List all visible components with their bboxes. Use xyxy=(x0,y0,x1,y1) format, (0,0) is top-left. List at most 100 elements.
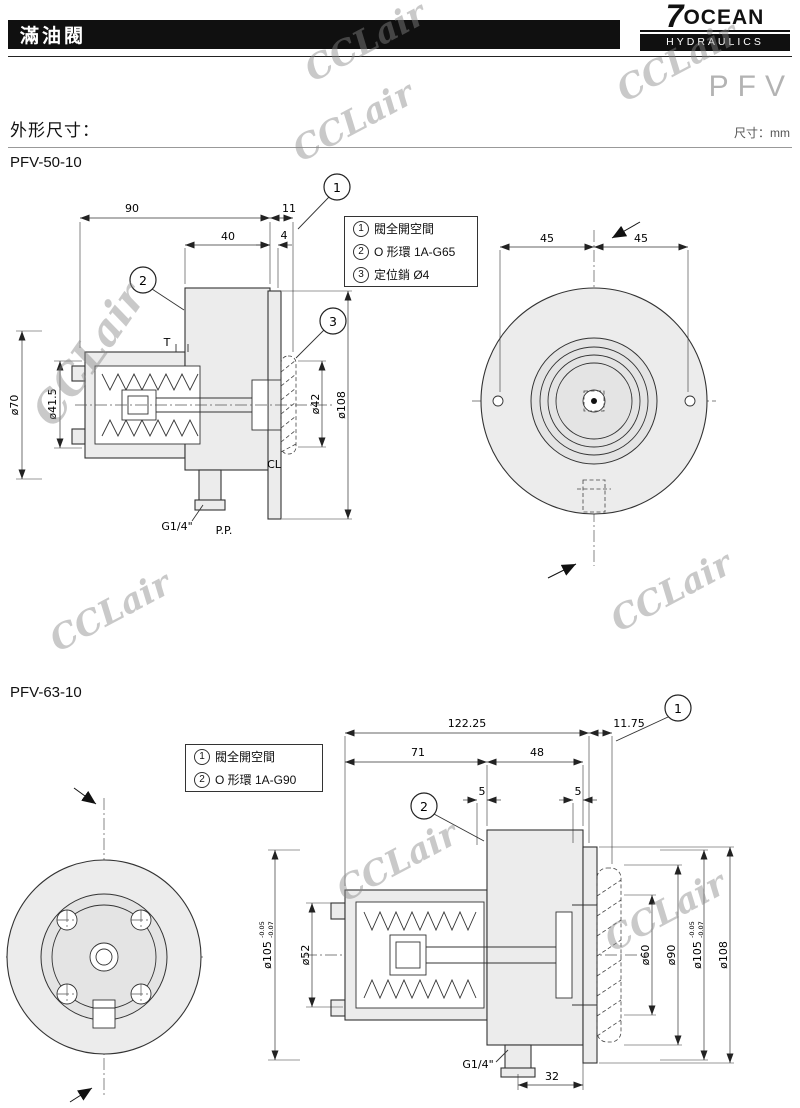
svg-text:ø105: ø105 xyxy=(691,941,704,969)
watermark: CCLair xyxy=(286,73,421,171)
unit-note: 尺寸：mm xyxy=(734,126,790,140)
g14-leader xyxy=(495,1049,509,1063)
pp-label: P.P. xyxy=(216,524,233,537)
svg-text:-0.05: -0.05 xyxy=(688,921,696,938)
port-foot xyxy=(194,499,226,511)
dim-dia70: ø70 xyxy=(8,395,21,416)
dim-4: 4 xyxy=(281,229,288,242)
balloon-3: 3 xyxy=(295,307,347,359)
pfv50-front-view: 45 45 xyxy=(472,221,716,579)
dim-dia105-right: ø105 -0.05 -0.07 xyxy=(688,921,705,969)
page-title: 滿油閥 xyxy=(20,26,87,47)
hidden-port xyxy=(582,479,606,513)
legend-text: 閥全開空間 xyxy=(374,222,435,236)
pfv63-section-view xyxy=(305,829,648,1078)
poppet xyxy=(389,934,427,976)
legend-num: 2 xyxy=(194,771,210,788)
legend-item: 1 閥全開空間 xyxy=(186,745,322,768)
dim-dia60: ø60 xyxy=(639,945,652,966)
legend-num: 1 xyxy=(194,748,210,765)
pfv63-legend: 1 閥全開空間 2 O 形環 1A-G90 xyxy=(185,744,323,792)
page-title-bar: 滿油閥 xyxy=(8,20,620,49)
svg-text:-0.05: -0.05 xyxy=(258,921,266,938)
section-arrow xyxy=(611,221,641,239)
balloon-1: 1 xyxy=(615,694,692,742)
balloon-2: 2 xyxy=(129,266,185,311)
dim-45-left: 45 xyxy=(540,232,554,245)
legend-text: O 形環 1A-G90 xyxy=(215,773,297,787)
bolt-head xyxy=(330,902,346,920)
legend-item: 3 定位銷 Ø4 xyxy=(345,263,477,286)
dim-dia52: ø52 xyxy=(299,945,312,966)
brand-wordmark: 7 OCEAN xyxy=(640,0,790,34)
dim-5a: 5 xyxy=(479,785,486,798)
section-title: 外形尺寸： xyxy=(10,121,100,140)
dim-11: 11 xyxy=(282,202,296,215)
dim-90: 90 xyxy=(125,202,139,215)
dim-71: 71 xyxy=(411,746,425,759)
brand-name: OCEAN xyxy=(683,6,765,29)
hole-center-marks xyxy=(57,910,151,1004)
dim-11-75: 11.75 xyxy=(613,717,645,730)
center-bore-inner xyxy=(95,948,113,966)
svg-text:-0.07: -0.07 xyxy=(267,921,275,938)
dim-45-right: 45 xyxy=(634,232,648,245)
balloon-2: 2 xyxy=(410,792,485,842)
legend-text: 閥全開空間 xyxy=(215,750,276,764)
center-bore xyxy=(89,942,119,972)
pfv63-dimensions: 122.25 11.75 71 48 5 5 ø105 -0.05 -0.07 … xyxy=(258,717,734,1090)
legend-item: 2 O 形環 1A-G65 xyxy=(345,240,477,263)
balloon-1-num: 1 xyxy=(333,180,341,195)
center-dot xyxy=(591,398,597,404)
dim-122-25: 122.25 xyxy=(448,717,487,730)
mounting-hole xyxy=(492,395,504,407)
legend-num: 3 xyxy=(353,266,369,283)
spring-hatch xyxy=(101,372,199,438)
brand-seven: 7 xyxy=(665,0,684,34)
dim-dia42: ø42 xyxy=(309,394,322,415)
dim-dia108: ø108 xyxy=(335,391,348,419)
section-arrow xyxy=(73,787,97,805)
bolt-head xyxy=(71,428,86,445)
pfv50-dimensions: 90 11 40 4 ø70 ø41.5 ø42 ø108 T CL G1/4"… xyxy=(8,202,352,537)
bolt-head xyxy=(330,999,346,1017)
dim-48: 48 xyxy=(530,746,544,759)
dim-dia105-left: ø105 -0.05 -0.07 xyxy=(258,921,275,969)
pfv50-section-view xyxy=(71,287,332,522)
brand-logo: 7 OCEAN HYDRAULICS xyxy=(640,0,790,51)
pfv50-drawing: 90 11 40 4 ø70 ø41.5 ø42 ø108 T CL G1/4"… xyxy=(8,173,716,579)
pfv50-model-label: PFV-50-10 xyxy=(10,154,82,171)
balloon-2-num: 2 xyxy=(420,799,428,814)
header-divider xyxy=(8,56,792,57)
pfv50-legend: 1 閥全開空間 2 O 形環 1A-G65 3 定位銷 Ø4 xyxy=(344,216,478,287)
poppet-inner xyxy=(395,941,421,969)
cl-label: CL xyxy=(267,458,282,471)
legend-num: 1 xyxy=(353,220,369,237)
balloon-3-num: 3 xyxy=(329,314,337,329)
dim-40: 40 xyxy=(221,230,235,243)
pfv63-drawing: 122.25 11.75 71 48 5 5 ø105 -0.05 -0.07 … xyxy=(6,694,734,1103)
balloon-2-num: 2 xyxy=(139,273,147,288)
mounting-hole xyxy=(684,395,696,407)
dim-32: 32 xyxy=(545,1070,559,1083)
balloon-1: 1 xyxy=(297,173,351,230)
port-boss xyxy=(504,1044,532,1072)
oring-region xyxy=(596,867,622,1043)
section-divider xyxy=(8,147,792,148)
bottom-port xyxy=(92,999,116,1029)
legend-text: O 形環 1A-G65 xyxy=(374,245,456,259)
section-arrow xyxy=(547,563,577,579)
bolt-head xyxy=(71,365,86,382)
svg-text:ø105: ø105 xyxy=(261,941,274,969)
dim-dia41-5: ø41.5 xyxy=(46,388,59,419)
hidden-square xyxy=(583,390,605,412)
ring xyxy=(547,354,641,448)
svg-text:-0.07: -0.07 xyxy=(697,921,705,938)
legend-text: 定位銷 Ø4 xyxy=(374,268,430,282)
valve-head xyxy=(555,911,573,999)
legend-item: 2 O 形環 1A-G90 xyxy=(186,768,322,791)
g14-leader xyxy=(191,504,204,522)
poppet-inner xyxy=(127,395,149,415)
pfv63-model-label: PFV-63-10 xyxy=(10,684,82,701)
balloon-1-num: 1 xyxy=(674,701,682,716)
